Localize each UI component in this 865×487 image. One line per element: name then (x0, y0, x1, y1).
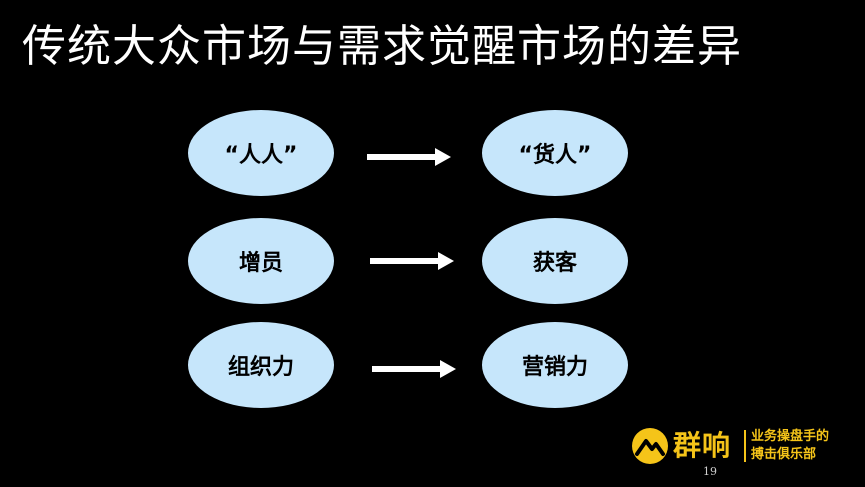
ellipse-left-3: 组织力 (188, 322, 334, 408)
ellipse-label: 营销力 (521, 355, 588, 380)
mountain-logo-icon (632, 428, 668, 464)
ellipse-label: 增员 (238, 251, 283, 276)
page-number: 19 (703, 465, 717, 478)
brand-logo: 群响 业务操盘手的 搏击俱乐部 (631, 424, 851, 470)
ellipse-right-3: 营销力 (482, 322, 628, 408)
ellipse-left-2: 增员 (188, 218, 334, 304)
brand-tagline-line-2: 搏击俱乐部 (751, 447, 817, 462)
ellipse-right-2: 获客 (482, 218, 628, 304)
right-arrow-icon (372, 360, 456, 378)
right-arrow-icon (367, 148, 451, 166)
ellipse-label: 组织力 (227, 355, 294, 380)
ellipse-label: 获客 (532, 251, 577, 276)
brand-divider (744, 430, 746, 462)
slide-title: 传统大众市场与需求觉醒市场的差异 (22, 21, 742, 72)
brand-tagline-line-1: 业务操盘手的 (751, 429, 830, 444)
brand-tagline: 业务操盘手的 搏击俱乐部 (751, 428, 829, 464)
ellipse-label: “人人” (224, 143, 298, 168)
right-arrow-icon (370, 252, 454, 270)
brand-name: 群响 (673, 429, 732, 462)
ellipse-right-1: “货人” (482, 110, 628, 196)
ellipse-label: “货人” (518, 143, 592, 168)
ellipse-left-1: “人人” (188, 110, 334, 196)
